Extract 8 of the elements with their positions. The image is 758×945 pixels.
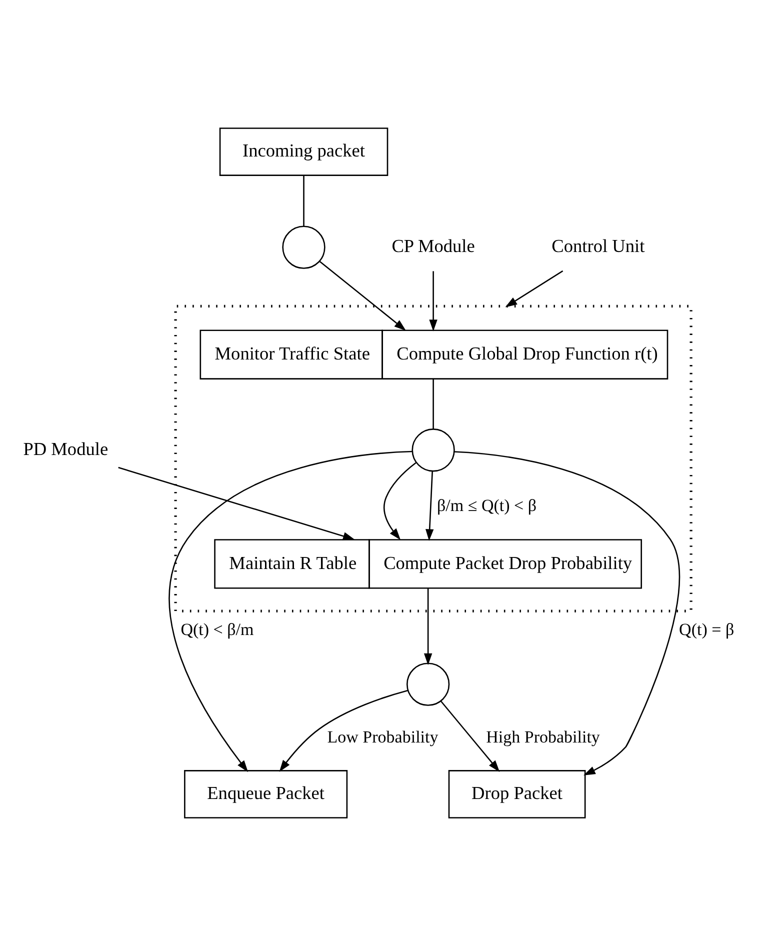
node-text: CP Module — [392, 236, 475, 256]
node-text: PD Module — [23, 438, 108, 458]
node-text: Control Unit — [552, 236, 645, 256]
edge-label: Low Probability — [327, 726, 438, 746]
edge-label: β/m ≤ Q(t) < β — [437, 495, 537, 514]
edge-label: High Probability — [486, 726, 600, 746]
edge-label: Q(t) < β/m — [180, 620, 254, 639]
edge-label: Q(t) = β — [679, 620, 734, 639]
